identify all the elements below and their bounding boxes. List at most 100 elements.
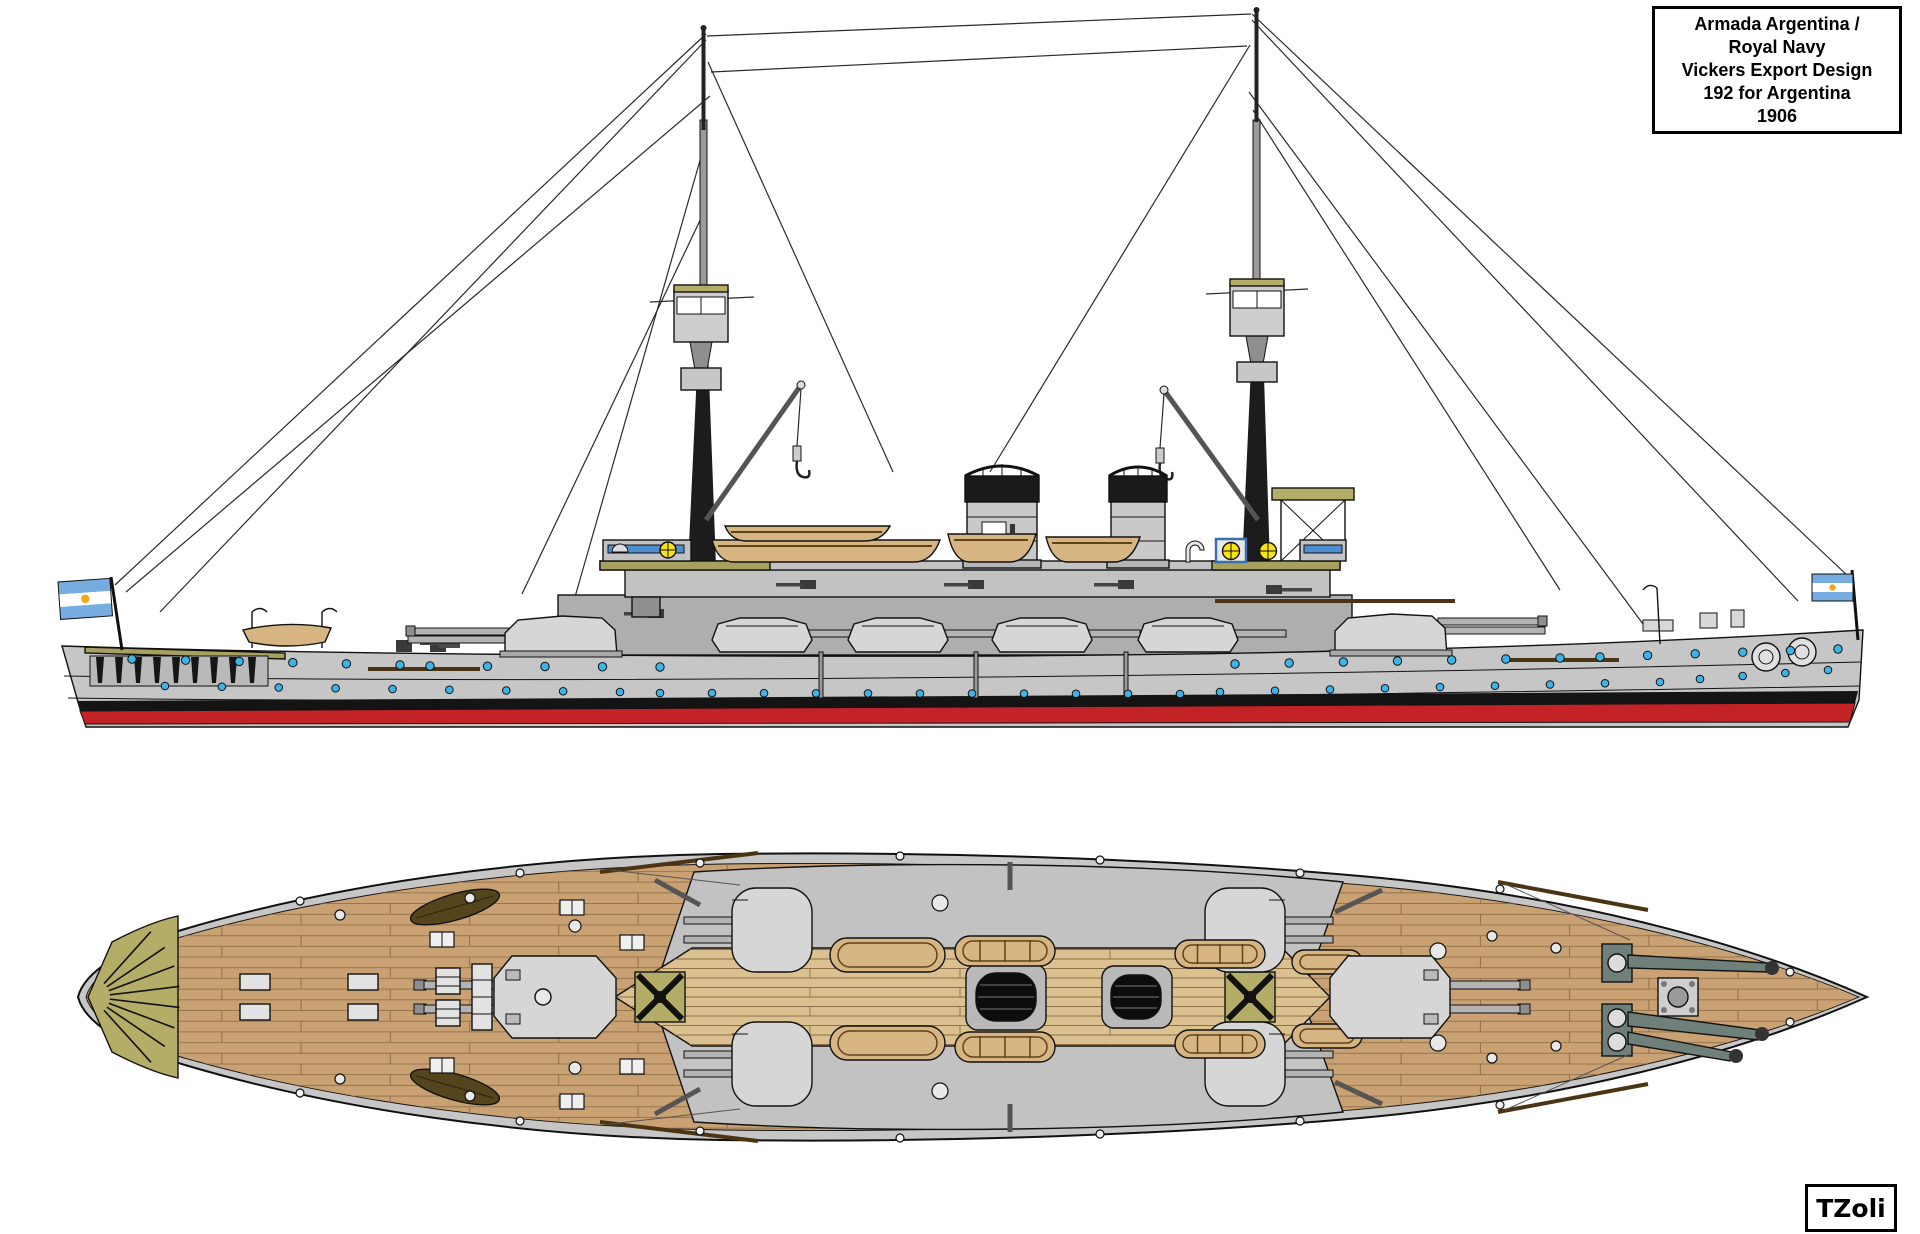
mushroom-vent: [1550, 1040, 1562, 1052]
wing-turret-body: [731, 887, 813, 973]
wing-gun-barrel: [683, 935, 733, 944]
fairlead: [895, 1133, 905, 1143]
bollard: [1699, 612, 1718, 629]
boat-hull: [947, 533, 1037, 563]
foremast-topmast: [701, 30, 706, 130]
porthole-lower: [615, 687, 625, 697]
porthole-lower: [915, 689, 925, 698]
porthole-lower: [1655, 677, 1665, 687]
porthole-lower: [1738, 671, 1747, 681]
wing-turret-side: [847, 617, 997, 653]
plan-boom-wires: [609, 869, 1631, 1125]
rigging-line: [1248, 91, 1647, 629]
fairlead: [1495, 1100, 1505, 1110]
rigging-line: [1252, 109, 1561, 591]
rigging-line: [574, 149, 704, 598]
portholes: [127, 644, 1843, 699]
main-derrick-cable: [1159, 393, 1165, 449]
artist-signature-box: TZoli: [1805, 1184, 1897, 1232]
rigging-line: [989, 44, 1251, 473]
porthole-upper: [1446, 655, 1457, 665]
boat-side: [723, 525, 892, 542]
porthole-upper: [540, 661, 550, 672]
boat-gunwale: [837, 1030, 938, 1056]
funnel-1-cap: [964, 475, 1040, 503]
foremast: [649, 25, 811, 566]
wing-gun-barrel: [1085, 629, 1141, 638]
fairlead: [1295, 868, 1305, 878]
porthole-lower: [1545, 680, 1555, 689]
mainmast-truck: [1253, 7, 1260, 13]
wing-gun-barrel: [1284, 916, 1334, 925]
title-box: Armada Argentina / Royal Navy Vickers Ex…: [1652, 6, 1902, 134]
deck-hatch: [429, 1057, 455, 1074]
wing-gun-barrel: [1284, 1069, 1334, 1078]
wing-turret-side: [991, 617, 1141, 653]
wing-turret-plan: [683, 1021, 813, 1107]
fore-gun-barrel-1: [412, 627, 511, 636]
porthole-lower: [388, 684, 397, 694]
porthole-upper: [1392, 656, 1403, 666]
wing-turret-body: [1137, 617, 1239, 653]
porthole-lower: [1695, 674, 1705, 684]
aft-deck-fittings: [1601, 943, 1779, 1063]
mushroom-vent: [1429, 1034, 1447, 1052]
hull-side: [61, 584, 1864, 728]
forecastle-boat: [241, 623, 332, 647]
wing-gun-barrel: [683, 916, 733, 925]
wing-gun-barrel: [1284, 1050, 1334, 1059]
mainmast: [1155, 7, 1309, 566]
title-line: Armada Argentina /: [1694, 13, 1860, 34]
mushroom-vent: [1486, 930, 1498, 942]
mushroom-vent: [334, 1073, 346, 1085]
aft-gun-barrel-1: [1437, 617, 1539, 626]
bow-anchor-fan: [87, 915, 180, 1079]
porthole-upper: [1642, 650, 1653, 661]
cowl-vent: [1185, 540, 1205, 563]
porthole-lower: [967, 689, 977, 698]
wing-gun-barrel: [1231, 629, 1287, 638]
rigging-line: [125, 95, 711, 593]
aft-bridge-platform: [1271, 487, 1355, 501]
fan-line: [103, 931, 152, 985]
steam-launch-side: [947, 521, 1037, 563]
skylight: [1642, 619, 1674, 632]
rigging-line: [1251, 19, 1799, 602]
porthole-lower: [1781, 668, 1790, 678]
wing-turret-plan: [683, 887, 813, 973]
fairlead: [1785, 967, 1795, 977]
aft-gun-barrel-2: [1437, 626, 1546, 635]
porthole-lower: [445, 685, 454, 695]
deck-vent: [534, 988, 552, 1006]
porthole-lower: [1123, 689, 1133, 699]
main-derrick-boom: [1161, 388, 1261, 522]
launch-cabin: [981, 521, 1007, 535]
porthole-upper: [597, 662, 608, 672]
deck-vents: [334, 892, 1562, 1102]
porthole-lower: [160, 681, 170, 691]
boat-plan: [1174, 1029, 1266, 1059]
rigging-line: [1251, 13, 1850, 578]
porthole-upper: [288, 657, 298, 668]
boat-hull: [711, 539, 941, 563]
porthole-upper: [1284, 658, 1294, 668]
fore-bridge-windows: [607, 544, 685, 554]
deck-hatches: [429, 899, 645, 1110]
dinghy-starboard: [409, 1068, 501, 1106]
fairlead: [1095, 855, 1105, 865]
mushroom-vent: [931, 1082, 949, 1100]
aft-turret-body: [1334, 613, 1448, 656]
porthole-lower: [1071, 689, 1081, 699]
porthole-lower: [331, 683, 340, 693]
porthole-upper: [482, 661, 493, 671]
timberhead: [153, 657, 161, 683]
windlass: [435, 963, 493, 1031]
timberhead: [134, 657, 142, 683]
hull-strake-line-1: [63, 661, 1862, 681]
porthole-lower: [1270, 686, 1280, 696]
mainmast-plan-platform: [1224, 971, 1276, 1023]
fore-barbette: [499, 650, 623, 658]
mainmast-topmast: [1254, 12, 1259, 122]
mushroom-vent: [464, 892, 476, 904]
